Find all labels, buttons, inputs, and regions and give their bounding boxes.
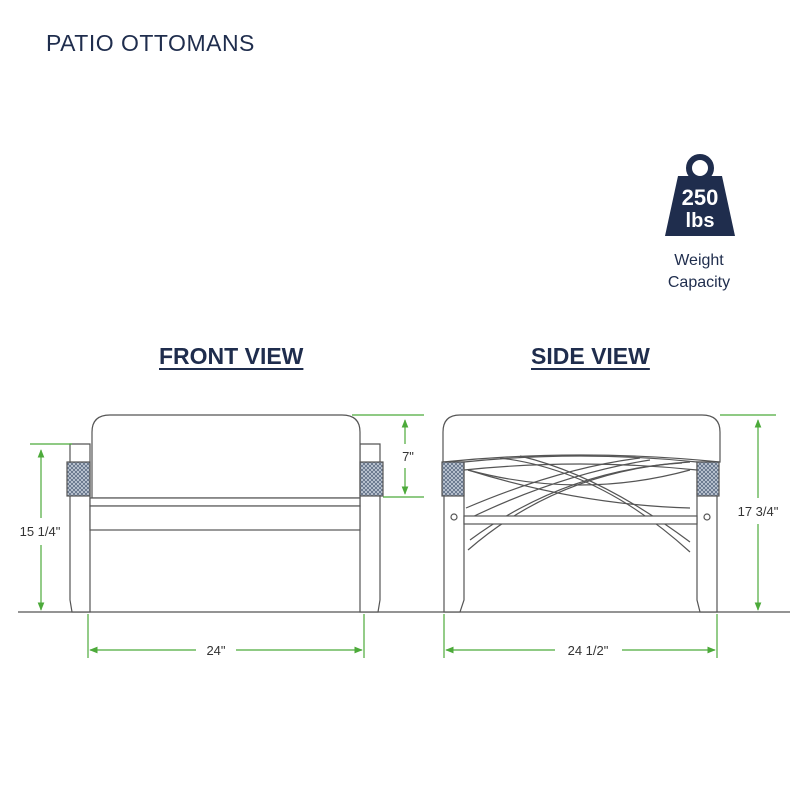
front-width-dimension [87,614,365,658]
front-cushion-label: 7" [402,449,414,464]
side-slat-3 [499,457,691,553]
weight-number: 250 [682,185,719,210]
weight-icon: 250 lbs [665,154,735,236]
front-view-ottoman [66,414,384,613]
side-right-bolt [703,513,711,521]
page-title: PATIO OTTOMANS [46,30,255,56]
front-height-dimension [30,443,72,611]
side-view-ottoman [441,414,721,613]
front-right-wicker [359,461,384,497]
side-stretcher [463,515,698,525]
front-cushion-dimension [352,414,424,498]
weight-label-line2: Capacity [667,274,731,291]
side-left-wicker [441,461,465,497]
side-right-wicker [696,461,720,497]
weight-unit: lbs [686,210,715,232]
front-width-label: 24" [206,643,225,658]
front-height-label: 15 1/4" [20,524,61,539]
side-width-label: 24 1/2" [568,643,609,658]
front-cushion [91,414,361,499]
weight-label-line1: Weight [674,252,724,269]
weight-capacity-label: Weight Capacity [640,250,758,294]
side-slat-1 [467,469,691,486]
side-top-frame [463,455,698,471]
front-top-rail [89,497,361,507]
side-left-bolt [450,513,458,521]
side-view-title: SIDE VIEW [531,343,650,369]
side-height-label: 17 3/4" [738,504,779,519]
front-left-wicker [66,461,91,497]
front-apron [89,505,361,531]
side-height-dimension [720,414,776,611]
side-width-dimension [443,614,718,658]
side-cushion [442,414,721,463]
front-view-title: FRONT VIEW [159,343,304,369]
